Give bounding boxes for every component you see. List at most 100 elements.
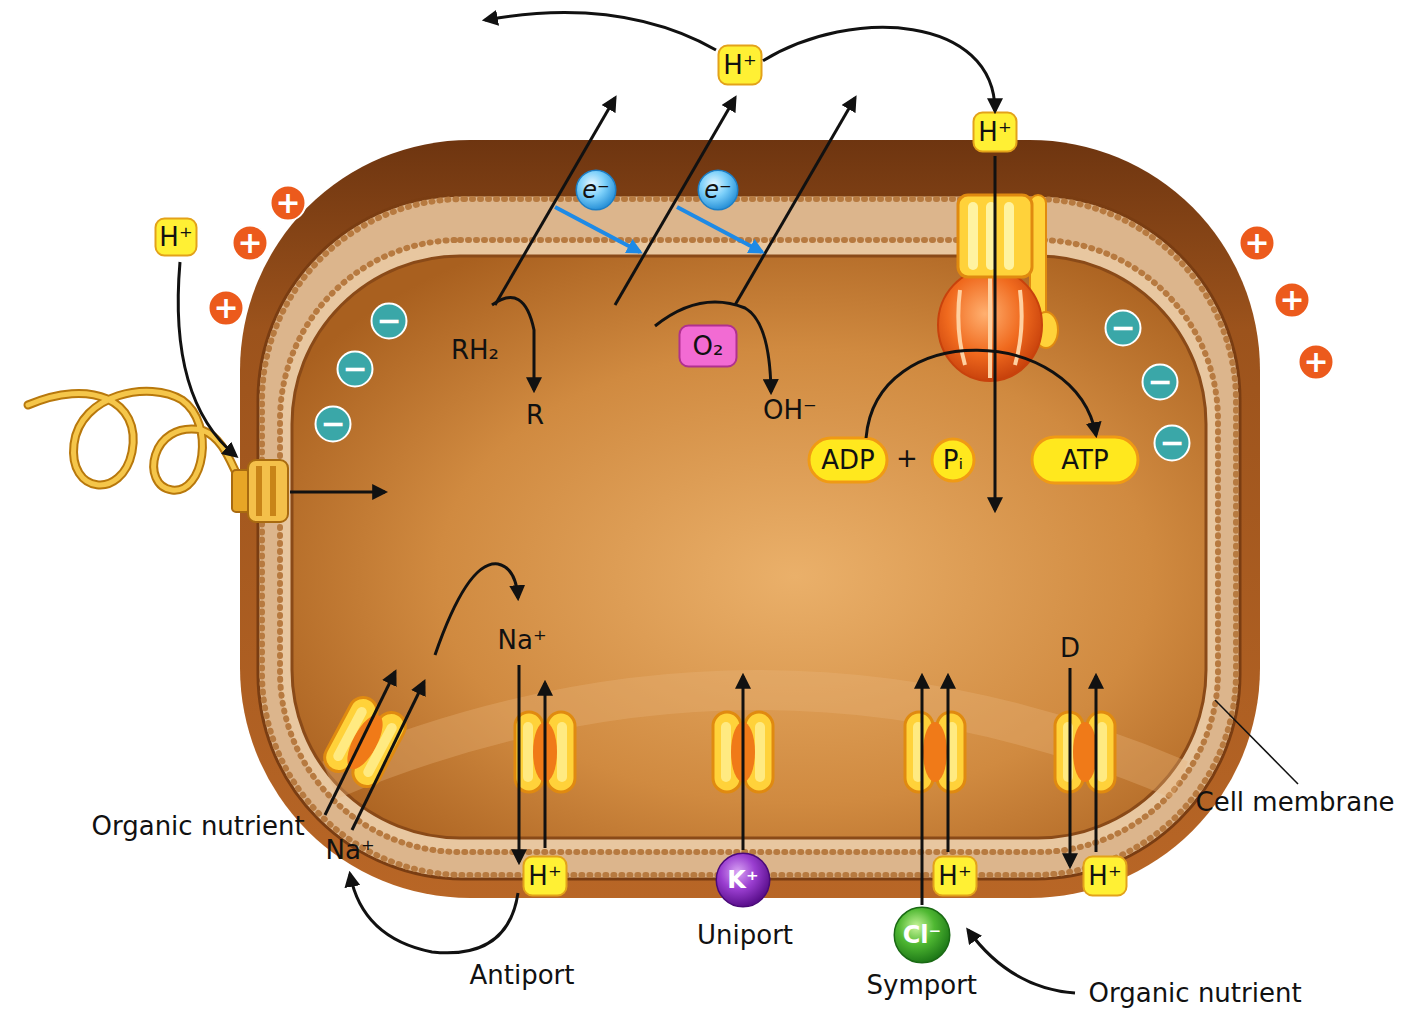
node-text: − — [342, 354, 367, 384]
electron: e⁻ — [697, 169, 739, 211]
transport-type-label: Antiport — [470, 962, 575, 988]
transport-arrow — [947, 676, 950, 852]
negative-charge: − — [314, 405, 352, 443]
positive-charge: + — [1297, 343, 1335, 381]
transport-type-label: Uniport — [697, 922, 793, 948]
transport-arrow — [921, 676, 924, 905]
cell-wall — [240, 140, 1260, 898]
negative-charge-shape — [316, 407, 351, 442]
part-label: Cell membrane — [1196, 789, 1395, 815]
node-text: H⁺ — [723, 52, 756, 78]
solute-label: D — [1060, 635, 1080, 661]
electron-shape — [698, 170, 738, 210]
positive-charge: + — [269, 184, 307, 222]
node-text: + — [275, 188, 300, 218]
proton-box: H⁺ — [932, 855, 978, 897]
node-text: H⁺ — [978, 119, 1011, 145]
positive-charge-shape — [1240, 226, 1275, 261]
node-text: K⁺ — [727, 868, 758, 892]
nucleotide-pill: ATP — [1030, 435, 1140, 485]
nucleotide-pill-shape — [1032, 437, 1138, 483]
oxygen-box: O₂ — [678, 324, 738, 368]
proton-box-shape — [156, 219, 197, 256]
proton-box-shape — [1084, 857, 1127, 896]
product-label: OH⁻ — [763, 397, 817, 423]
node-text: Cl⁻ — [903, 923, 942, 947]
flagellum-outline — [28, 391, 246, 490]
negative-charge-shape — [1155, 426, 1190, 461]
node-text: − — [1159, 428, 1184, 458]
rotation-arrow — [290, 491, 385, 494]
leader-line — [1215, 700, 1298, 784]
transport-type-label: Symport — [867, 972, 978, 998]
node-text: − — [320, 409, 345, 439]
proton-release-arrow — [485, 13, 716, 50]
negative-charge: − — [1141, 363, 1179, 401]
node-text: + — [213, 293, 238, 323]
nutrient-label: Organic nutrient — [1089, 980, 1302, 1006]
transport-arrow — [544, 683, 547, 848]
proton-box: H⁺ — [972, 111, 1018, 153]
node-text: e⁻ — [704, 178, 731, 202]
node-text: H⁺ — [159, 224, 192, 250]
transport-arrow — [352, 682, 424, 830]
phosphate-circle: Pᵢ — [930, 437, 976, 483]
node-text: + — [1244, 228, 1269, 258]
proton-pump-arrow — [615, 98, 735, 305]
flow-arrow — [763, 27, 995, 111]
electron-shape — [576, 170, 616, 210]
lipid-heads — [262, 199, 1236, 875]
phosphate-circle-shape — [932, 439, 974, 481]
proton-pump-arrow — [735, 98, 855, 305]
negative-charge-shape — [1143, 365, 1178, 400]
proton-box-shape — [719, 46, 762, 85]
node-text: + — [1279, 285, 1304, 315]
node-text: − — [1147, 367, 1172, 397]
node-text: + — [1303, 347, 1328, 377]
atp-synthase — [938, 195, 1058, 381]
positive-charge-shape — [1275, 283, 1310, 318]
antiporter-protein — [1055, 712, 1115, 792]
proton-box: H⁺ — [717, 44, 763, 86]
ion-label: Na⁺ — [326, 837, 375, 863]
reduction-arrow — [655, 302, 771, 392]
negative-charge-shape — [372, 304, 407, 339]
positive-charge: + — [231, 224, 269, 262]
electron-arrow — [677, 207, 762, 252]
transport-arrow — [742, 676, 745, 850]
positive-charge-shape — [271, 186, 306, 221]
potassium-ion: K⁺ — [715, 852, 771, 908]
nucleotide-pill: ADP — [807, 436, 889, 484]
node-text: − — [1110, 313, 1135, 343]
proton-box: H⁺ — [1082, 855, 1128, 897]
nutrient-arrow — [968, 930, 1075, 993]
proton-pump-arrow — [495, 98, 615, 305]
proton-box-shape — [974, 113, 1017, 152]
proton-influx-arrow — [994, 156, 997, 510]
negative-charge: − — [1104, 309, 1142, 347]
negative-charge: − — [370, 302, 408, 340]
positive-charge-shape — [209, 291, 244, 326]
node-text: H⁺ — [938, 863, 971, 889]
node-text: H⁺ — [528, 863, 561, 889]
proton-box: H⁺ — [522, 855, 568, 897]
positive-charge: + — [1273, 281, 1311, 319]
membrane-band — [258, 195, 1240, 879]
nutrient-label: Organic nutrient — [92, 813, 305, 839]
product-label: R — [526, 402, 544, 428]
positive-charge-shape — [1299, 345, 1334, 380]
node-text: − — [376, 306, 401, 336]
potassium-ion-shape — [716, 853, 770, 907]
symporter-protein — [320, 693, 411, 792]
electron-arrow — [555, 207, 640, 252]
sodium-recycle-arrow — [350, 874, 518, 953]
positive-charge: + — [1238, 224, 1276, 262]
negative-charge: − — [336, 350, 374, 388]
negative-charge: − — [1153, 424, 1191, 462]
ion-label: Na⁺ — [498, 627, 547, 653]
substrate-label: RH₂ — [451, 337, 499, 363]
node-text: ADP — [821, 447, 875, 473]
lipid-heads — [280, 240, 1218, 852]
nucleotide-pill-shape — [809, 438, 887, 482]
